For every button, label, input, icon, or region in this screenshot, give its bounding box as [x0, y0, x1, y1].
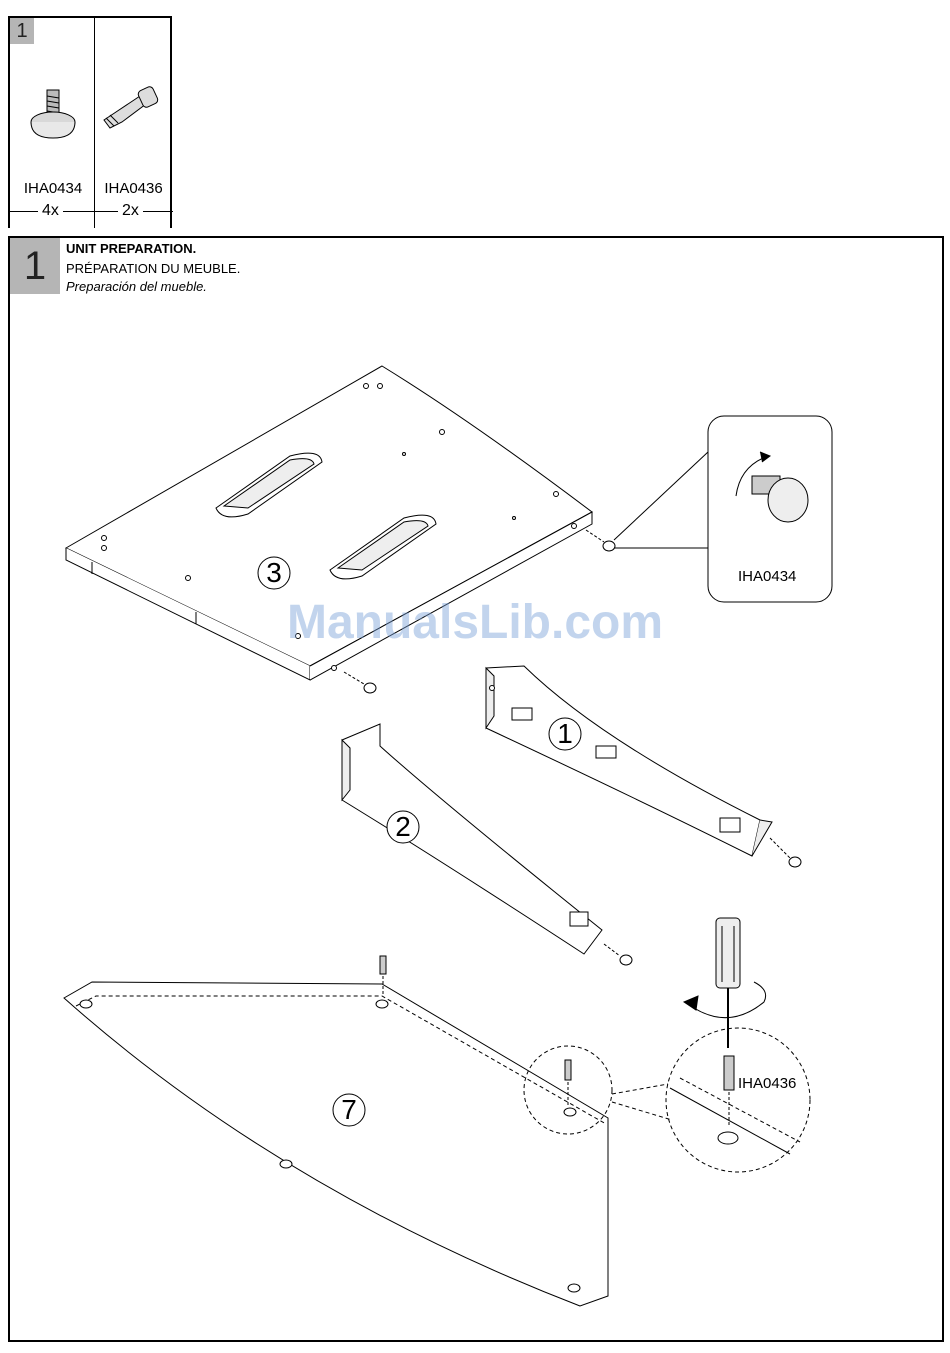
callout-label-iha0436: IHA0436: [738, 1075, 796, 1092]
part-label-3: 3: [258, 557, 290, 589]
part-label-1: 1: [549, 718, 581, 750]
callout-label-iha0434: IHA0434: [738, 568, 796, 585]
watermark: ManualsLib.com: [0, 595, 950, 650]
part-label-2: 2: [387, 811, 419, 843]
part-label-7: 7: [333, 1094, 365, 1126]
